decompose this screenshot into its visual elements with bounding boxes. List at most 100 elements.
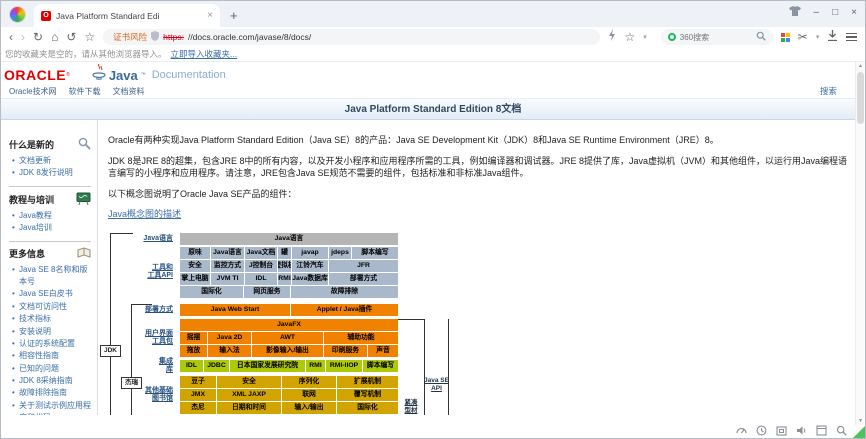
diagram-cell[interactable]: jdeps: [329, 246, 351, 259]
diagram-cell[interactable]: 声音: [368, 344, 398, 357]
diagram-cell[interactable]: 掌上电脑: [180, 272, 210, 285]
home-button[interactable]: ⌂: [51, 30, 59, 44]
diagram-cell[interactable]: 故障排除: [291, 285, 398, 298]
sidebar-link[interactable]: JDK 8发行说明: [9, 167, 93, 180]
speaker-icon[interactable]: [796, 425, 807, 436]
diagram-cell[interactable]: javap: [292, 246, 328, 259]
sidebar-link[interactable]: 技术指标: [9, 313, 93, 326]
diagram-cell[interactable]: 国际化: [337, 401, 398, 414]
browser-logo-icon[interactable]: [9, 6, 26, 23]
diagram-cell[interactable]: XML JAXP: [217, 388, 281, 401]
diagram-cell[interactable]: 摇摆: [180, 331, 207, 344]
diagram-cell[interactable]: JavaFX: [180, 318, 398, 331]
diagram-cell[interactable]: RMI-IIOP: [326, 359, 362, 372]
maximize-button[interactable]: □: [832, 6, 839, 18]
oracle-logo[interactable]: ORACLE: [4, 67, 67, 83]
nav-link-otn[interactable]: Oracle技术网: [9, 86, 57, 96]
scrollbar-up-icon[interactable]: ▲: [858, 63, 863, 69]
tab-close-icon[interactable]: ×: [207, 9, 213, 21]
diagram-cell[interactable]: 杰尼: [180, 401, 216, 414]
sidebar-link[interactable]: 关于测试示例应用程序和代码: [9, 400, 93, 415]
screenshot-scissors-icon[interactable]: ✂: [797, 30, 808, 44]
diagram-cell[interactable]: 扩展机制: [337, 375, 398, 388]
diagram-cell[interactable]: AWT: [252, 331, 323, 344]
diagram-cell[interactable]: 豆子: [180, 375, 216, 388]
diagram-cell[interactable]: 覆写机制: [337, 388, 398, 401]
scrollbar-thumb[interactable]: [857, 72, 864, 124]
sidebar-link[interactable]: Java教程: [9, 210, 93, 223]
nav-link-docs[interactable]: 文档资料: [112, 86, 145, 96]
diagram-cell[interactable]: JFR: [329, 259, 398, 272]
back-button[interactable]: ‹: [9, 30, 13, 44]
diagram-cell[interactable]: 部署方式: [329, 272, 398, 285]
diagram-section-label[interactable]: 工具和 工具API: [147, 264, 173, 280]
skin-icon[interactable]: [788, 6, 801, 19]
sidebar-link[interactable]: 故障排除指南: [9, 387, 93, 400]
diagram-cell[interactable]: 监控方式: [211, 259, 244, 272]
scrollbar-down-icon[interactable]: ▼: [858, 418, 863, 424]
diagram-section-label[interactable]: 用户界面 工具包: [145, 329, 173, 345]
flash-icon[interactable]: [608, 28, 616, 46]
sidebar-link[interactable]: 认证的系统配置: [9, 338, 93, 351]
window-icon[interactable]: [816, 425, 827, 436]
search-box[interactable]: [660, 28, 773, 46]
jre-bracket-label[interactable]: 杰瑞: [121, 376, 142, 389]
diagram-cell[interactable]: 国际化: [180, 285, 243, 298]
sidebar-link[interactable]: Java SE白皮书: [9, 288, 93, 301]
sidebar-link[interactable]: 相容性指南: [9, 350, 93, 363]
speed-icon[interactable]: [736, 425, 747, 436]
close-button[interactable]: ×: [851, 6, 857, 18]
diagram-cell[interactable]: Java 2D: [208, 331, 251, 344]
diagram-cell[interactable]: JVM TI: [211, 272, 244, 285]
new-tab-button[interactable]: +: [230, 8, 238, 23]
minimize-button[interactable]: –: [813, 6, 820, 18]
diagram-cell[interactable]: Applet / Java插件: [291, 303, 398, 316]
diagram-cell[interactable]: Java语言: [211, 246, 244, 259]
clock-icon[interactable]: [756, 425, 767, 436]
diagram-cell[interactable]: 网页服务: [244, 285, 290, 298]
screenshot-caret-icon[interactable]: ▾: [815, 34, 820, 41]
sidebar-link[interactable]: JDK 8采纳指南: [9, 375, 93, 388]
diagram-cell[interactable]: IDL: [180, 359, 203, 372]
diagram-cell[interactable]: JDBC: [204, 359, 229, 372]
java-se-api-label[interactable]: Java SE API: [424, 376, 449, 393]
menu-icon[interactable]: [846, 32, 857, 42]
concept-diagram-link[interactable]: Java概念图的描述: [108, 209, 182, 220]
diagram-cell[interactable]: Java文档: [245, 246, 277, 259]
diagram-cell[interactable]: 罐: [278, 246, 291, 259]
diagram-cell[interactable]: 脚本编写: [363, 359, 398, 372]
diagram-cell[interactable]: 日本国家发展研究院: [230, 359, 305, 372]
browser-tab[interactable]: O Java Platform Standard Edi ×: [34, 4, 220, 27]
diagram-cell[interactable]: 联网: [282, 388, 336, 401]
diagram-cell[interactable]: 日期和时间: [217, 401, 281, 414]
collect-star-icon[interactable]: ☆: [624, 30, 636, 44]
diagram-section-label[interactable]: 部署方式: [145, 305, 173, 313]
diagram-cell[interactable]: 印刷服务: [324, 344, 367, 357]
restore-tabs-button[interactable]: ↺: [66, 30, 77, 44]
diagram-section-label[interactable]: Java语言: [143, 234, 173, 242]
diagram-cell[interactable]: Java Web Start: [180, 303, 290, 316]
diagram-cell[interactable]: 影像输入/输出: [252, 344, 323, 357]
diagram-cell[interactable]: 拖放: [180, 344, 207, 357]
favorite-star-icon[interactable]: ☆: [84, 30, 96, 44]
diagram-cell[interactable]: 原味: [180, 246, 210, 259]
diagram-cell[interactable]: JMX: [180, 388, 216, 401]
diagram-cell[interactable]: RMI: [278, 272, 291, 285]
sidebar-link[interactable]: 已知的问题: [9, 363, 93, 376]
diagram-cell[interactable]: 脚本编写: [352, 246, 398, 259]
package-icon[interactable]: [776, 425, 787, 436]
import-bookmarks-link[interactable]: 立即导入收藏夹...: [170, 49, 238, 59]
search-magnifier-icon[interactable]: [756, 28, 766, 46]
zoom-icon[interactable]: [836, 425, 847, 436]
refresh-button[interactable]: ↻: [33, 30, 44, 44]
diagram-cell[interactable]: 输入/输出: [282, 401, 336, 414]
corner-accent[interactable]: [853, 426, 865, 438]
sidebar-link[interactable]: 文档更新: [9, 155, 93, 168]
diagram-cell[interactable]: J控制台: [245, 259, 277, 272]
diagram-cell[interactable]: 辅助功能: [324, 331, 398, 344]
diagram-cell[interactable]: 虚拟机: [278, 259, 291, 272]
header-search-link[interactable]: 搜索: [819, 86, 837, 96]
sidebar-link[interactable]: 安装说明: [9, 326, 93, 339]
diagram-cell[interactable]: IDL: [245, 272, 277, 285]
sidebar-link[interactable]: Java SE 8名称和版本号: [9, 264, 93, 289]
